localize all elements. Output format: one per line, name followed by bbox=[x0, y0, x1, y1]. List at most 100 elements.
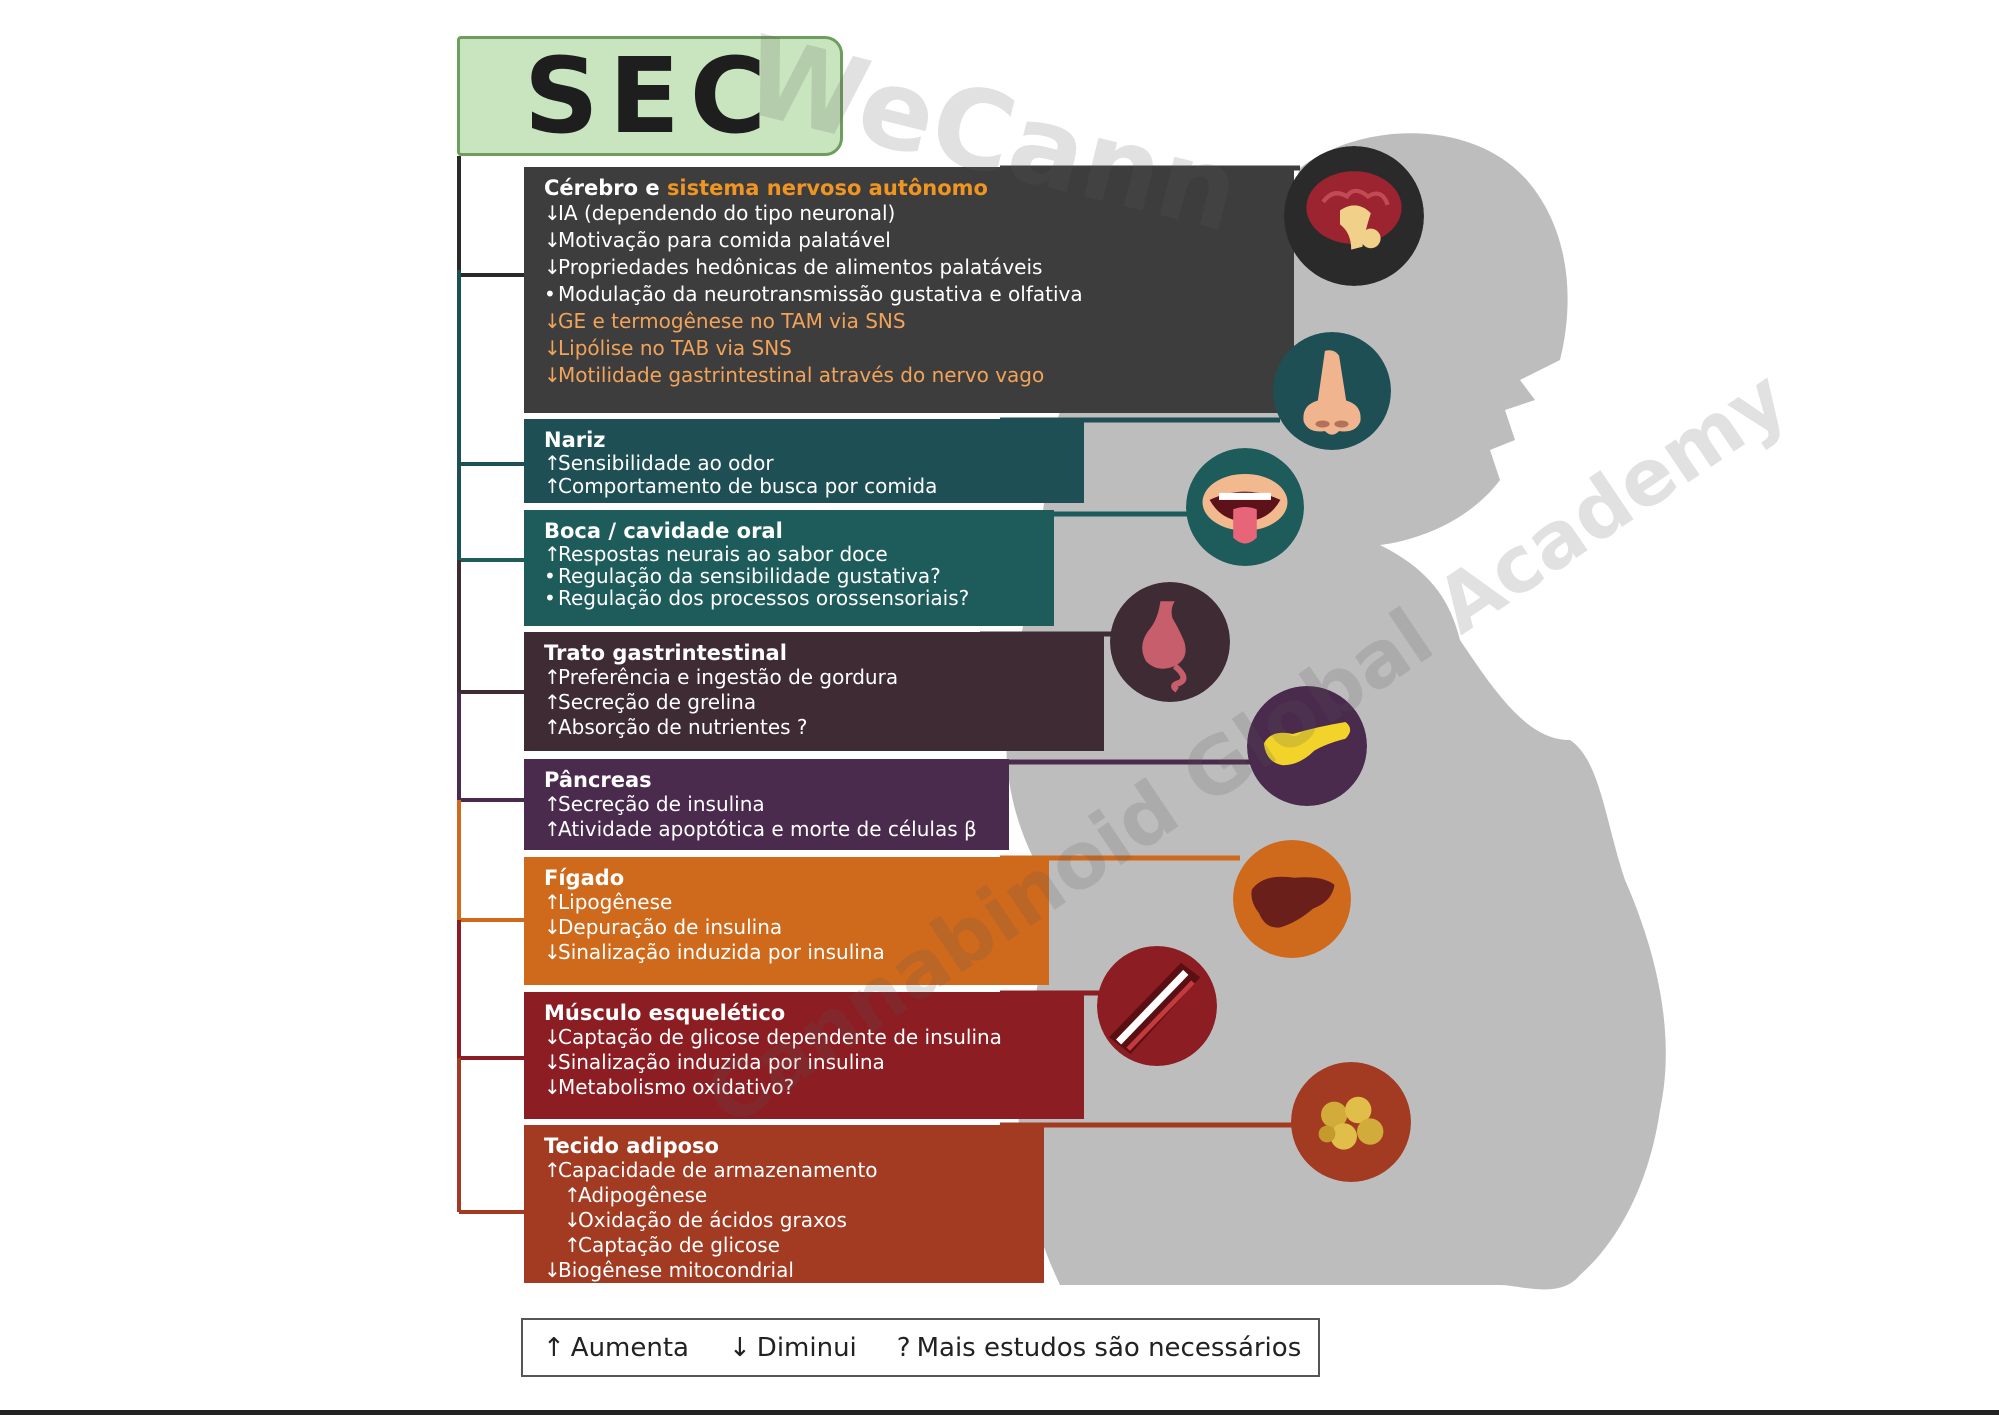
section-title: Trato gastrintestinal bbox=[544, 641, 1104, 665]
section-item-text: Secreção de grelina bbox=[558, 690, 757, 714]
section-title-text: Boca / cavidade oral bbox=[544, 519, 783, 543]
down-arrow-icon: ↓ bbox=[544, 1025, 561, 1049]
section-item-text: Modulação da neurotransmissão gustativa … bbox=[558, 282, 1083, 306]
up-arrow-icon: ↑ bbox=[544, 451, 561, 475]
section-item-text: Motilidade gastrintestinal através do ne… bbox=[558, 363, 1045, 387]
section-item: ↓Lipólise no TAB via SNS bbox=[544, 335, 1294, 362]
down-arrow-icon: ↓ bbox=[544, 228, 561, 252]
section-title-text: Fígado bbox=[544, 866, 625, 890]
section-item: ↓Captação de glicose dependente de insul… bbox=[544, 1025, 1084, 1050]
section-item-text: Depuração de insulina bbox=[558, 915, 783, 939]
up-arrow-icon: ↑ bbox=[544, 690, 561, 714]
muscle-icon bbox=[1097, 946, 1217, 1066]
section-item: ↑Comportamento de busca por comida bbox=[544, 475, 1084, 498]
section-item: ↓Biogênese mitocondrial bbox=[544, 1258, 1044, 1283]
bullet-icon: • bbox=[544, 564, 556, 588]
bottom-rule bbox=[0, 1410, 1999, 1415]
section-item-text: Regulação da sensibilidade gustativa? bbox=[558, 564, 941, 588]
section-title: Cérebro e sistema nervoso autônomo bbox=[544, 176, 1294, 200]
section-item: •Modulação da neurotransmissão gustativa… bbox=[544, 281, 1294, 308]
bullet-icon: • bbox=[544, 282, 556, 306]
down-arrow-icon: ↓ bbox=[544, 940, 561, 964]
section-item-text: Preferência e ingestão de gordura bbox=[558, 665, 899, 689]
section-item-text: Lipólise no TAB via SNS bbox=[558, 336, 792, 360]
legend-increase: ↑ Aumenta bbox=[543, 1333, 689, 1363]
section-nose: Nariz↑Sensibilidade ao odor↑Comportament… bbox=[524, 419, 1084, 503]
section-title: Fígado bbox=[544, 866, 1049, 890]
section-item-text: Captação de glicose dependente de insuli… bbox=[558, 1025, 1002, 1049]
page-title: SEC bbox=[523, 35, 777, 157]
section-item-text: GE e termogênese no TAM via SNS bbox=[558, 309, 906, 333]
legend-unknown-label: Mais estudos são necessários bbox=[916, 1332, 1302, 1363]
up-arrow-icon: ↑ bbox=[544, 474, 561, 498]
section-item: •Regulação da sensibilidade gustativa? bbox=[544, 565, 1054, 587]
up-arrow-icon: ↑ bbox=[564, 1233, 581, 1257]
section-item-text: Oxidação de ácidos graxos bbox=[578, 1208, 847, 1232]
stomach-icon bbox=[1110, 582, 1230, 702]
title-box: SEC bbox=[457, 36, 843, 156]
section-item-text: IA (dependendo do tipo neuronal) bbox=[558, 201, 896, 225]
section-item: ↑Secreção de grelina bbox=[544, 690, 1104, 715]
down-arrow-icon: ↓ bbox=[729, 1332, 751, 1363]
section-item: ↓Sinalização induzida por insulina bbox=[544, 1050, 1084, 1075]
mouth-icon bbox=[1186, 448, 1304, 566]
section-item-text: Regulação dos processos orossensoriais? bbox=[558, 586, 970, 610]
up-arrow-icon: ↑ bbox=[544, 890, 561, 914]
nose-icon bbox=[1273, 332, 1391, 450]
section-item-text: Biogênese mitocondrial bbox=[558, 1258, 794, 1282]
section-item-text: Lipogênese bbox=[558, 890, 673, 914]
section-title-text: Músculo esquelético bbox=[544, 1001, 786, 1025]
legend-decrease-label: Diminui bbox=[756, 1332, 857, 1363]
section-title-text: Trato gastrintestinal bbox=[544, 641, 787, 665]
section-title: Pâncreas bbox=[544, 768, 1009, 792]
section-title-text: Cérebro e bbox=[544, 176, 667, 200]
section-muscle: Músculo esquelético↓Captação de glicose … bbox=[524, 992, 1084, 1119]
section-item: ↑Capacidade de armazenamento bbox=[544, 1158, 1044, 1183]
section-item-text: Sensibilidade ao odor bbox=[558, 451, 774, 475]
down-arrow-icon: ↓ bbox=[544, 201, 561, 225]
up-arrow-icon: ↑ bbox=[544, 715, 561, 739]
section-adipose: Tecido adiposo↑Capacidade de armazenamen… bbox=[524, 1125, 1044, 1283]
section-title: Músculo esquelético bbox=[544, 1001, 1084, 1025]
section-item: ↓Depuração de insulina bbox=[544, 915, 1049, 940]
section-item-text: Absorção de nutrientes ? bbox=[558, 715, 808, 739]
up-arrow-icon: ↑ bbox=[544, 792, 561, 816]
up-arrow-icon: ↑ bbox=[564, 1183, 581, 1207]
pancreas-icon bbox=[1247, 686, 1367, 806]
down-arrow-icon: ↓ bbox=[544, 309, 561, 333]
down-arrow-icon: ↓ bbox=[544, 1050, 561, 1074]
section-item: ↑Sensibilidade ao odor bbox=[544, 452, 1084, 475]
section-item: ↑Preferência e ingestão de gordura bbox=[544, 665, 1104, 690]
section-item-text: Respostas neurais ao sabor doce bbox=[558, 542, 888, 566]
down-arrow-icon: ↓ bbox=[564, 1208, 581, 1232]
section-title-text: Nariz bbox=[544, 428, 606, 452]
section-brain: Cérebro e sistema nervoso autônomo↓IA (d… bbox=[524, 167, 1294, 413]
legend-increase-label: Aumenta bbox=[570, 1332, 689, 1363]
section-item-text: Secreção de insulina bbox=[558, 792, 765, 816]
section-title: Tecido adiposo bbox=[544, 1134, 1044, 1158]
section-item: ↑Adipogênese bbox=[544, 1183, 1044, 1208]
section-item: ↓GE e termogênese no TAM via SNS bbox=[544, 308, 1294, 335]
section-item-text: Motivação para comida palatável bbox=[558, 228, 891, 252]
legend: ↑ Aumenta ↓ Diminui ? Mais estudos são n… bbox=[521, 1318, 1320, 1377]
section-title: Boca / cavidade oral bbox=[544, 519, 1054, 543]
section-item-text: Capacidade de armazenamento bbox=[558, 1158, 878, 1182]
fat-cells-icon bbox=[1291, 1062, 1411, 1182]
up-arrow-icon: ↑ bbox=[544, 817, 561, 841]
down-arrow-icon: ↓ bbox=[544, 1258, 561, 1282]
section-item: ↓Metabolismo oxidativo? bbox=[544, 1075, 1084, 1100]
section-item-text: Adipogênese bbox=[578, 1183, 708, 1207]
section-pancreas: Pâncreas↑Secreção de insulina↑Atividade … bbox=[524, 759, 1009, 850]
bullet-icon: • bbox=[544, 586, 556, 610]
section-item-text: Sinalização induzida por insulina bbox=[558, 1050, 885, 1074]
section-item: ↓Propriedades hedônicas de alimentos pal… bbox=[544, 254, 1294, 281]
section-title: Nariz bbox=[544, 428, 1084, 452]
section-item-text: Propriedades hedônicas de alimentos pala… bbox=[558, 255, 1043, 279]
up-arrow-icon: ↑ bbox=[544, 1158, 561, 1182]
section-item: ↑Absorção de nutrientes ? bbox=[544, 715, 1104, 740]
section-item: ↓Motilidade gastrintestinal através do n… bbox=[544, 362, 1294, 389]
section-item: ↓Sinalização induzida por insulina bbox=[544, 940, 1049, 965]
down-arrow-icon: ↓ bbox=[544, 363, 561, 387]
section-liver: Fígado↑Lipogênese↓Depuração de insulina↓… bbox=[524, 857, 1049, 985]
question-mark-icon: ? bbox=[896, 1332, 911, 1363]
